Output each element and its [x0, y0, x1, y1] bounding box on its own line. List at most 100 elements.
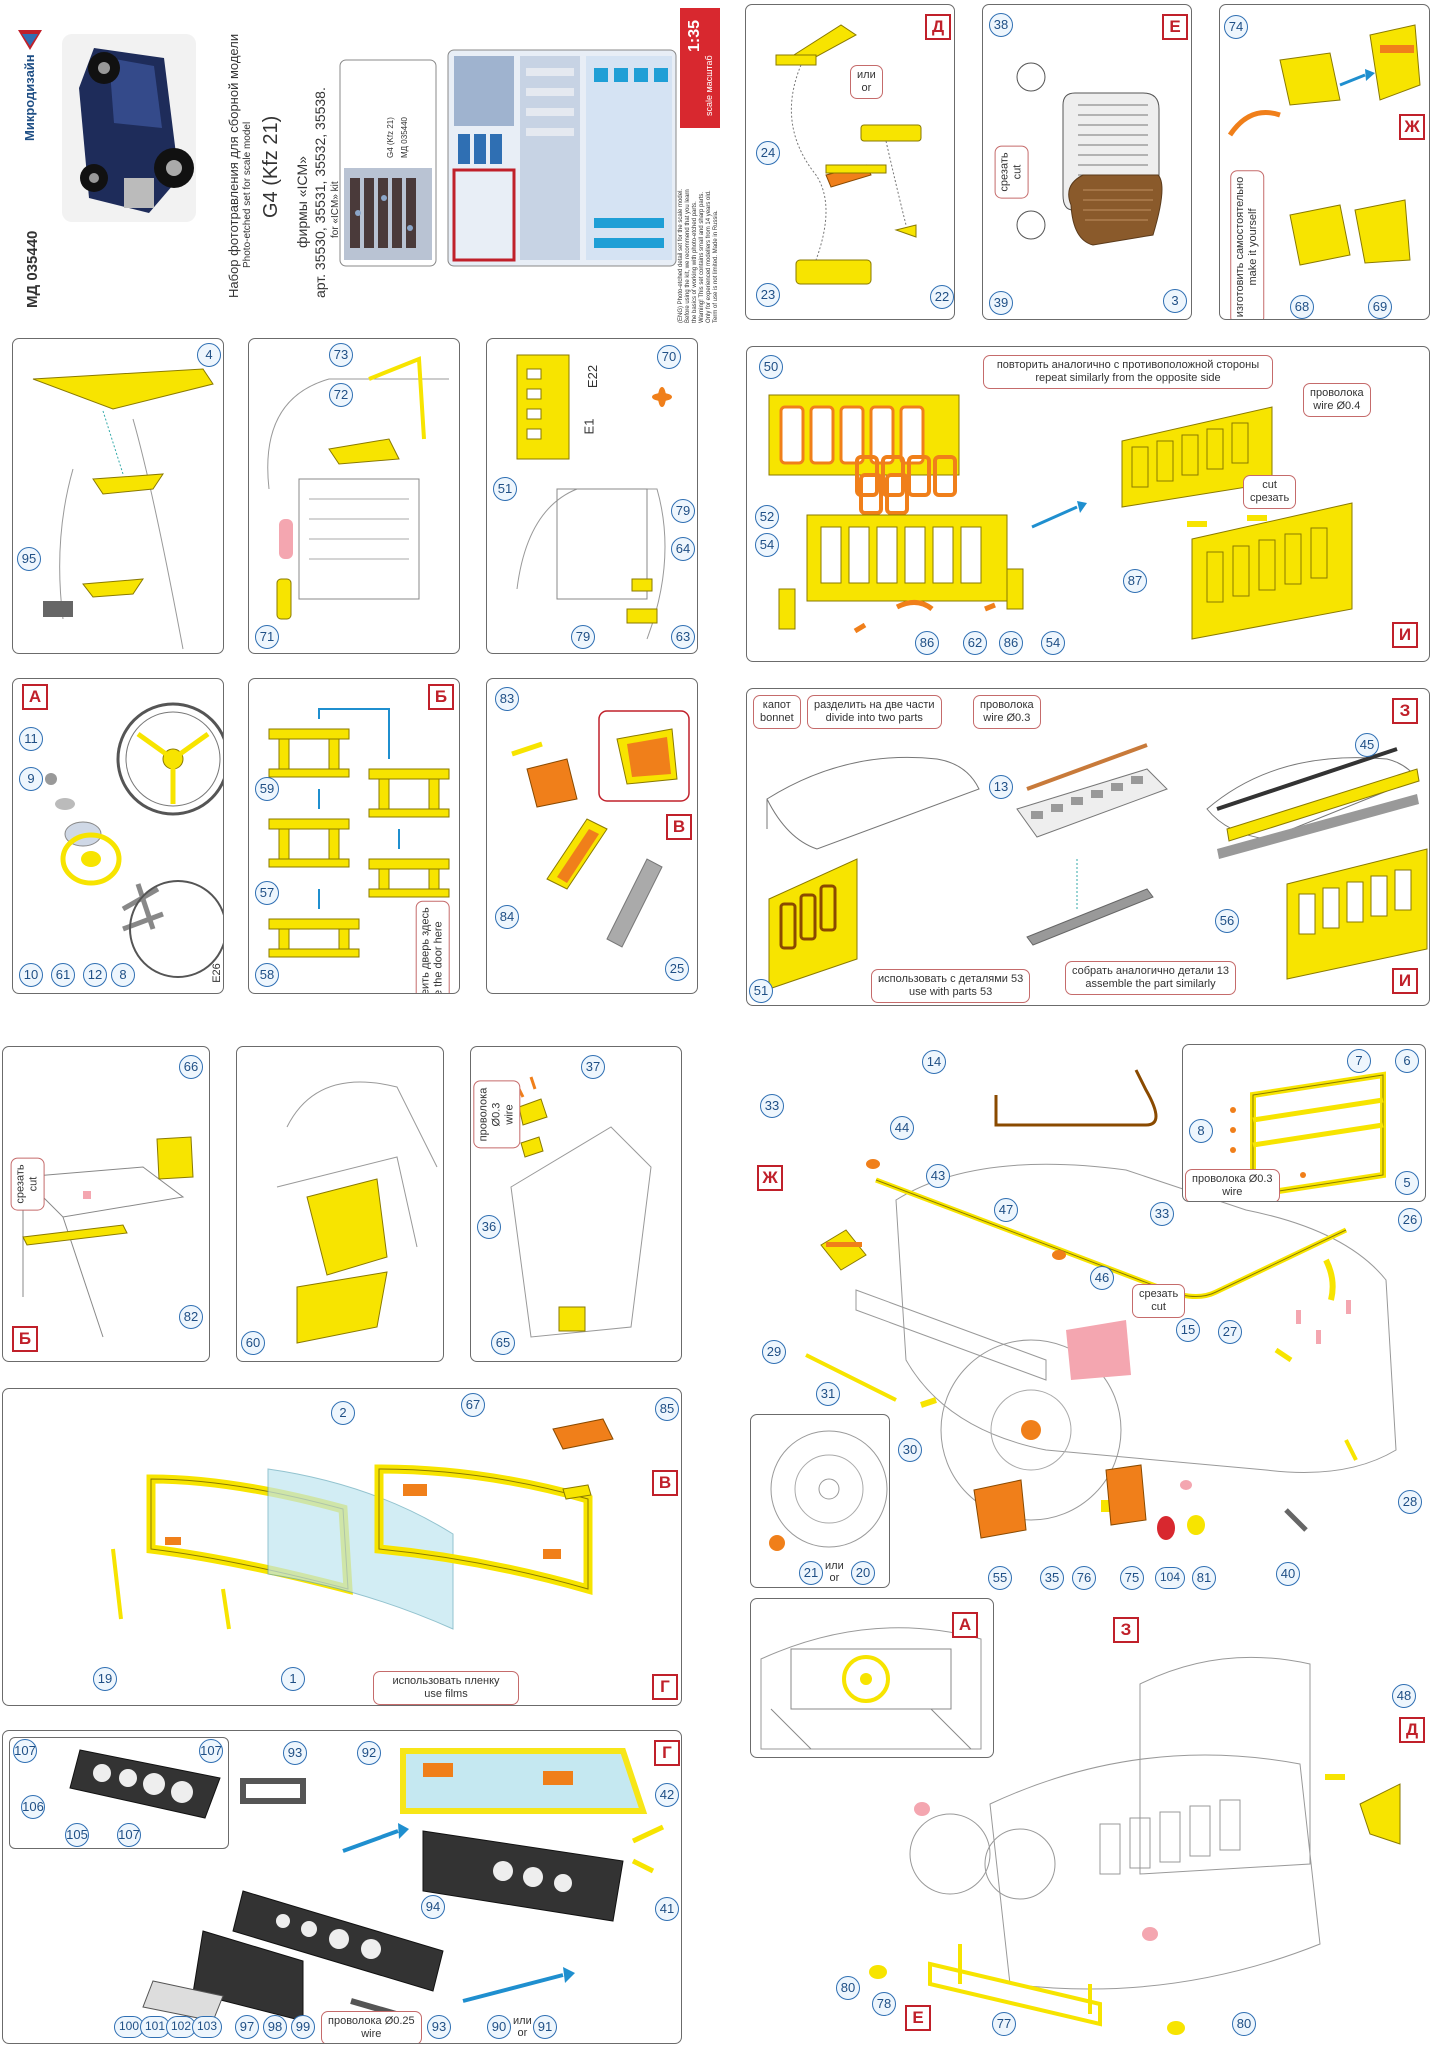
callout-59: 59: [255, 777, 279, 801]
bonnet-note: капот bonnet: [753, 695, 801, 729]
callout-51-b: 51: [749, 979, 773, 1003]
brand-name: Микродизайн: [22, 54, 37, 141]
wire025-ru: проволока: [328, 2015, 382, 2027]
repeat-opposite-note: повторить аналогично с противоположной с…: [983, 355, 1273, 389]
or-20-21-en: or: [829, 1572, 840, 1584]
callout-106: 106: [21, 1795, 45, 1819]
wire-pedal-size: Ø0.3: [490, 1102, 503, 1127]
callout-2: 2: [331, 1401, 355, 1425]
car-photo: [54, 28, 204, 228]
label-e26: E26: [210, 963, 223, 983]
callout-14: 14: [922, 1050, 946, 1074]
callout-48: 48: [1392, 1684, 1416, 1708]
divide-en: divide into two parts: [825, 712, 923, 724]
or-90-91-ru: или: [513, 2015, 532, 2027]
section-label-d: Д: [925, 14, 951, 40]
cut-note-b-ru: срезать: [14, 1164, 27, 1204]
callout-51: 51: [493, 477, 517, 501]
wire-03z-size: Ø0.3: [1006, 712, 1031, 724]
callout-93-a: 93: [283, 1741, 307, 1765]
callout-105: 105: [65, 1823, 89, 1847]
callout-82: 82: [179, 1305, 203, 1329]
callout-91: 91: [533, 2015, 557, 2039]
scale-tab: 1:35 scale масштаб: [680, 8, 720, 128]
section-label-z-bottom: З: [1113, 1617, 1139, 1643]
callout-45: 45: [1355, 733, 1379, 757]
callout-63: 63: [671, 625, 695, 649]
label-e22: E22: [585, 364, 601, 389]
callout-39: 39: [989, 291, 1013, 315]
callout-75: 75: [1120, 1566, 1144, 1590]
film-ru: использовать пленку: [392, 1675, 500, 1687]
cut-note-i: cut срезать: [1243, 475, 1297, 509]
callout-80-b: 80: [1232, 2012, 1256, 2036]
callout-19: 19: [93, 1667, 117, 1691]
section-label-v-top: В: [666, 814, 692, 840]
callout-54-b: 54: [1041, 631, 1065, 655]
callout-95: 95: [17, 547, 41, 571]
callout-76: 76: [1072, 1566, 1096, 1590]
callout-27: 27: [1218, 1320, 1242, 1344]
section-label-a-inset: А: [952, 1612, 978, 1638]
callout-57: 57: [255, 881, 279, 905]
callout-9: 9: [19, 767, 43, 791]
use53-ru: использовать с деталями 53: [878, 973, 1024, 985]
cut-main-ru: срезать: [1139, 1288, 1179, 1300]
callout-65: 65: [491, 1331, 515, 1355]
wire-03-note-pedals: проволока Ø0.3 wire: [473, 1080, 521, 1149]
cut-note-i-ru: срезать: [1250, 492, 1290, 504]
wire025-en: wire: [361, 2028, 382, 2040]
car-photo-image: [62, 34, 196, 222]
model-name: G4 (Kfz 21): [260, 115, 282, 218]
callout-68: 68: [1290, 295, 1314, 319]
callout-8-a: 8: [111, 963, 135, 987]
assemble-similarly-note: собрать аналогично детали 13 assemble th…: [1065, 961, 1237, 995]
wire-03z-en: wire: [983, 712, 1004, 724]
callout-104: 104: [1155, 1567, 1185, 1589]
callout-70: 70: [657, 345, 681, 369]
callout-42: 42: [655, 1783, 679, 1807]
disclaimer-line-6: Term of use is not limited. Made in Russ…: [713, 210, 719, 323]
callout-6: 6: [1395, 1049, 1419, 1073]
callout-90: 90: [487, 2015, 511, 2039]
callout-41: 41: [655, 1897, 679, 1921]
callout-33-b: 33: [1150, 1202, 1174, 1226]
fret-label-code: МД 035440: [400, 117, 409, 158]
disclaimer-line-5: Only for experienced modellers from 14 y…: [706, 190, 712, 323]
callout-62: 62: [963, 631, 987, 655]
callout-33-a: 33: [760, 1094, 784, 1118]
assemble-en: assemble the part similarly: [1085, 978, 1216, 990]
use-53-note: использовать с деталями 53 use with part…: [871, 969, 1031, 1003]
use53-en: use with parts 53: [909, 986, 993, 998]
panel-windshield: В Г использовать пленку use films 2 67 8…: [2, 1388, 682, 1706]
callout-72: 72: [329, 383, 353, 407]
callout-87: 87: [1123, 569, 1147, 593]
callout-107-a: 107: [13, 1739, 37, 1763]
use-films-note: использовать пленку use films: [373, 1671, 519, 1705]
callout-23: 23: [756, 283, 780, 307]
callout-85: 85: [655, 1397, 679, 1421]
wire-04-ru: проволока: [1310, 387, 1364, 399]
cut-note-b-en: cut: [27, 1176, 40, 1192]
cut-note-e: срезать cut: [994, 145, 1029, 199]
glue-door-ru: приклеить дверь здесь: [419, 907, 432, 994]
wire-04-note: проволока wire Ø0.4: [1303, 383, 1371, 417]
car-front-drawing: [869, 1656, 1401, 2035]
callout-58: 58: [255, 963, 279, 987]
callout-1: 1: [281, 1667, 305, 1691]
callout-99: 99: [291, 2015, 315, 2039]
callout-4: 4: [197, 343, 221, 367]
make-yourself-en: make it yourself: [1247, 208, 1260, 286]
gauge-inset: [9, 1737, 229, 1849]
callout-107-c: 107: [117, 1823, 141, 1847]
callout-11: 11: [19, 727, 43, 751]
scale-value: 1:35: [686, 19, 703, 52]
brand-logo: Микродизайн: [14, 26, 46, 146]
panel-section-v-top: В 83 84 25: [486, 678, 698, 994]
callout-69: 69: [1368, 295, 1392, 319]
section-label-z-top: З: [1392, 698, 1418, 724]
wire-03-note-rack: проволока Ø0.3 wire: [1185, 1169, 1280, 1201]
section-label-b-top: Б: [428, 684, 454, 710]
panel-pedals: проволока Ø0.3 wire 37 36 65: [470, 1046, 682, 1362]
callout-54-a: 54: [755, 533, 779, 557]
